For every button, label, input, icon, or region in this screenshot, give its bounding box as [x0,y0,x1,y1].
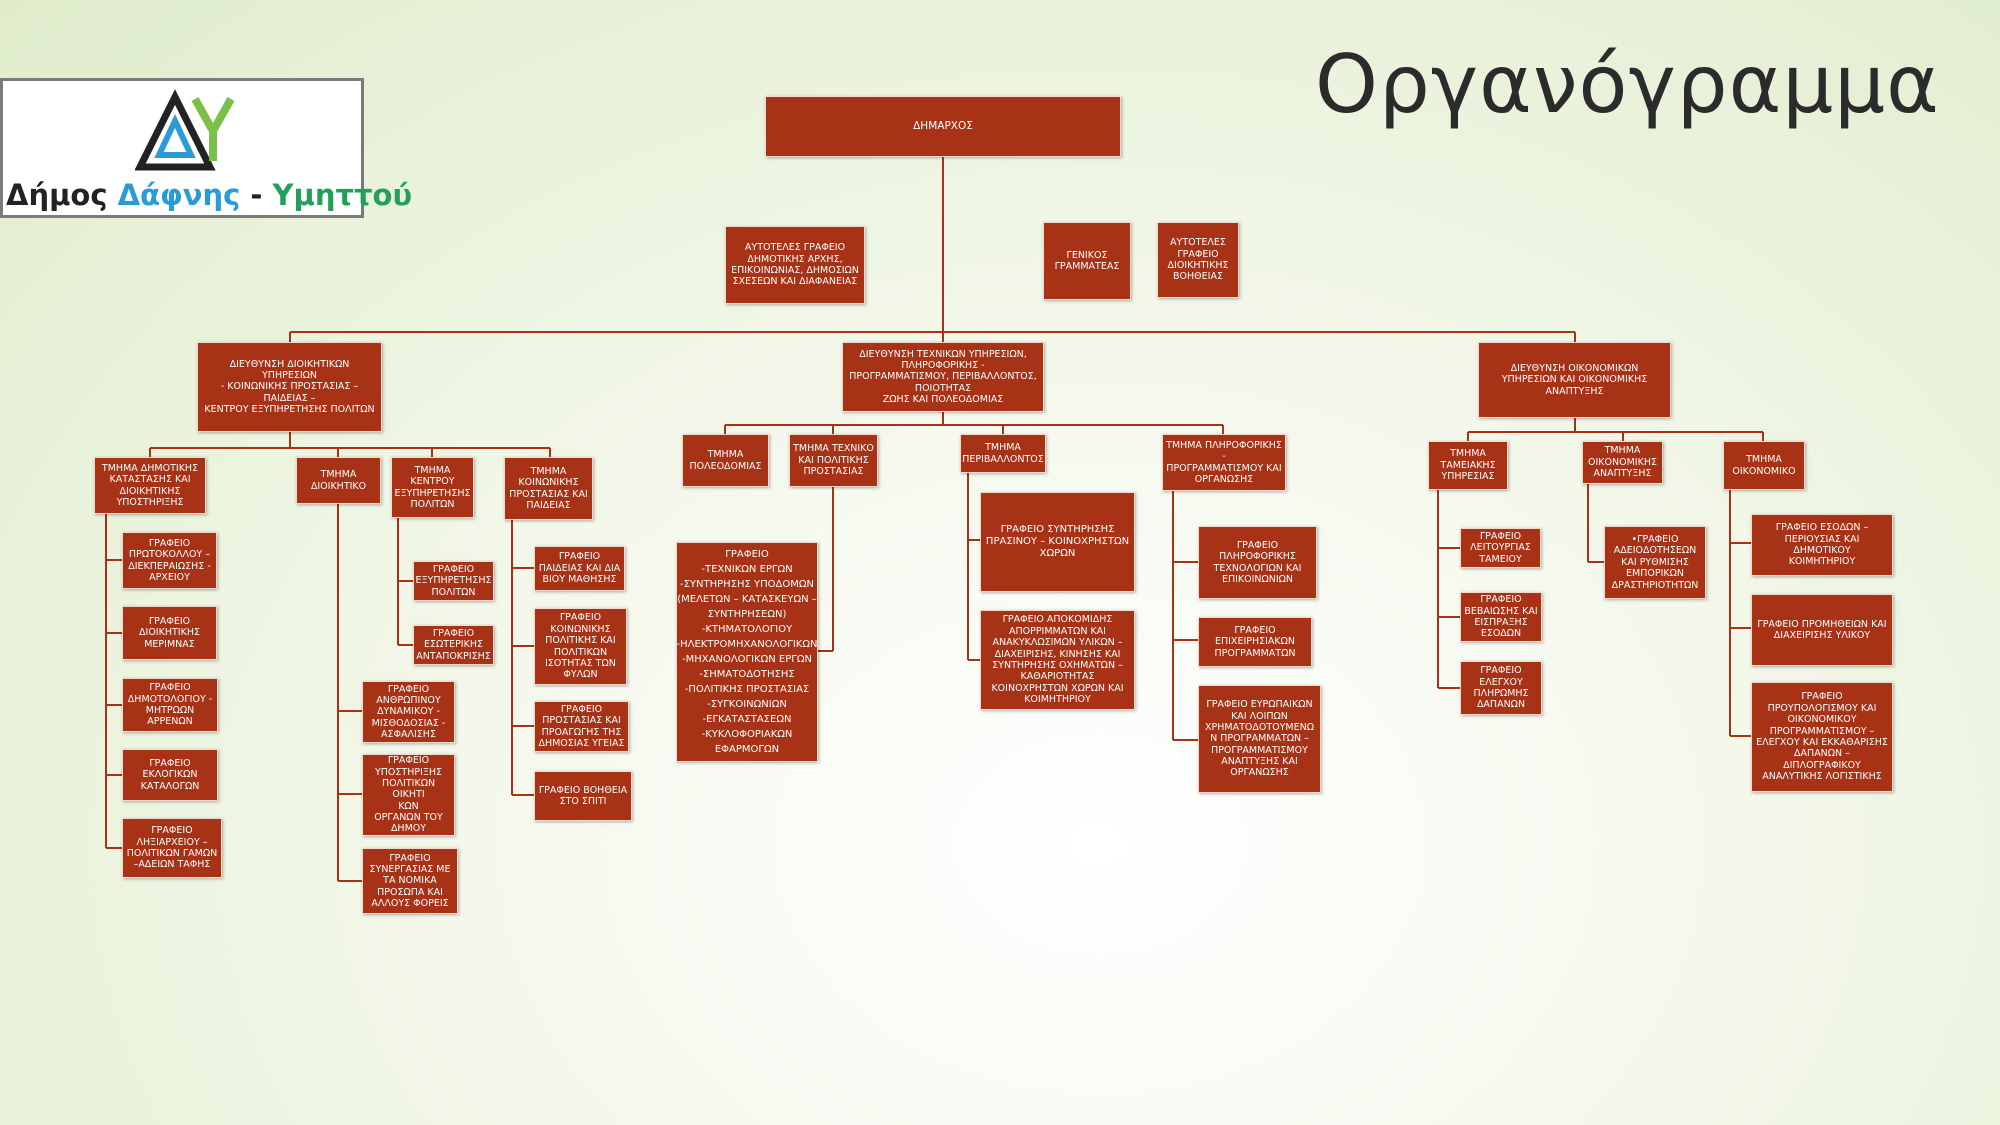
g-apokomidis-box: ΓΡΑΦΕΙΟ ΑΠΟΚΟΜΙΔΗΣ ΑΠΟΡΡΙΜΜΑΤΩΝ ΚΑΙ ΑΝΑΚ… [980,610,1135,710]
g-prostasias-ygeias-box: ΓΡΑΦΕΙΟ ΠΡΟΣΤΑΣΙΑΣ ΚΑΙ ΠΡΟΑΓΩΓΗΣ ΤΗΣ ΔΗΜ… [534,701,629,752]
g-esoterikis-box: ΓΡΑΦΕΙΟ ΕΣΩΤΕΡΙΚΗΣ ΑΝΤΑΠΟΚΡΙΣΗΣ [413,625,494,665]
office-mayor-box: ΑΥΤΟΤΕΛΕΣ ΓΡΑΦΕΙΟ ΔΗΜΟΤΙΚΗΣ ΑΡΧΗΣ, ΕΠΙΚΟ… [725,226,865,304]
logo-text: Δήμος Δάφνης - Υμηττού [6,178,413,212]
g-protokollou-box: ΓΡΑΦΕΙΟ ΠΡΩΤΟΚΟΛΛΟΥ – ΔΙΕΚΠΕΡΑΙΩΣΗΣ - ΑΡ… [122,532,217,589]
municipality-logo: Δήμος Δάφνης - Υμηττού [0,78,412,218]
g-pliroforikis-box: ΓΡΑΦΕΙΟ ΠΛΗΡΟΦΟΡΙΚΗΣ ΤΕΧΝΟΛΟΓΙΩΝ ΚΑΙ ΕΠΙ… [1198,526,1317,599]
g-epixeirisiakon-box: ΓΡΑΦΕΙΟ ΕΠΙΧΕΙΡΗΣΙΑΚΩΝ ΠΡΟΓΡΑΜΜΑΤΩΝ [1198,617,1312,667]
g-adeiodotiseon-box: •ΓΡΑΦΕΙΟ ΑΔΕΙΟΔΟΤΗΣΕΩΝ ΚΑΙ ΡΥΘΜΙΣΗΣ ΕΜΠΟ… [1604,526,1706,599]
g-exypiretisis-box: ΓΡΑΦΕΙΟ ΕΞΥΠΗΡΕΤΗΣΗΣ ΠΟΛΙΤΩΝ [413,561,494,601]
g-elegxou-box: ΓΡΑΦΕΙΟ ΕΛΕΓΧΟΥ ΠΛΗΡΩΜΗΣ ΔΑΠΑΝΩΝ [1460,661,1542,715]
page-title: Οργανόγραμμα [1315,38,1940,131]
g-paideias-box: ΓΡΑΦΕΙΟ ΠΑΙΔΕΙΑΣ ΚΑΙ ΔΙΑ ΒΙΟΥ ΜΑΘΗΣΗΣ [534,546,625,591]
secretary-box: ΓΕΝΙΚΟΣ ΓΡΑΜΜΑΤΕΑΣ [1043,222,1131,300]
g-eklogikon-box: ΓΡΑΦΕΙΟ ΕΚΛΟΓΙΚΩΝ ΚΑΤΑΛΟΓΩΝ [122,749,218,801]
g-anthropinou-box: ΓΡΑΦΕΙΟ ΑΝΘΡΩΠΙΝΟΥ ΔΥΝΑΜΙΚΟΥ - ΜΙΣΘΟΔΟΣΙ… [362,681,455,743]
g-evropaikon-box: ΓΡΑΦΕΙΟ ΕΥΡΩΠΑΙΚΩΝ ΚΑΙ ΛΟΙΠΩΝ ΧΡΗΜΑΤΟΔΟΤ… [1198,685,1321,793]
g-texnikon-ergon-box: ΓΡΑΦΕΙΟ -ΤΕΧΝΙΚΩΝ ΕΡΓΩΝ -ΣΥΝΤΗΡΗΣΗΣ ΥΠΟΔ… [676,542,818,762]
t-oik-anaptyxis-box: ΤΜΗΜΑ ΟΙΚΟΝΟΜΙΚΗΣ ΑΝΑΠΤΥΞΗΣ [1582,441,1663,484]
g-promitheion-box: ΓΡΑΦΕΙΟ ΠΡΟΜΗΘΕΙΩΝ ΚΑΙ ΔΙΑΧΕΙΡΙΣΗΣ ΥΛΙΚΟ… [1751,594,1893,666]
g-lixiarxeiou-box: ΓΡΑΦΕΙΟ ΛΗΞΙΑΡΧΕΙΟΥ – ΠΟΛΙΤΙΚΩΝ ΓΑΜΩΝ –Α… [122,818,222,878]
t-poleodomias-box: ΤΜΗΜΑ ΠΟΛΕΟΔΟΜΙΑΣ [682,434,769,487]
g-voitheia-box: ΓΡΑΦΕΙΟ ΒΟΗΘΕΙΑ ΣΤΟ ΣΠΙΤΙ [534,771,632,821]
mayor-box: ΔΗΜΑΡΧΟΣ [765,96,1121,157]
t-perivallontos-box: ΤΜΗΜΑ ΠΕΡΙΒΑΛΛΟΝΤΟΣ [960,434,1046,473]
t-tameiakis-box: ΤΜΗΜΑ ΤΑΜΕΙΑΚΗΣ ΥΠΗΡΕΣΙΑΣ [1428,441,1508,490]
logo-mark-icon [135,89,235,171]
g-leitourgias-tameiou-box: ΓΡΑΦΕΙΟ ΛΕΙΤΟΥΡΓΙΑΣ ΤΑΜΕΙΟΥ [1460,528,1541,568]
t-dimotikis-box: ΤΜΗΜΑ ΔΗΜΟΤΙΚΗΣ ΚΑΤΑΣΤΑΣΗΣ ΚΑΙ ΔΙΟΙΚΗΤΙΚ… [94,457,206,514]
dir-admin-box: ΔΙΕΥΘΥΝΣΗ ΔΙΟΙΚΗΤΙΚΩΝ ΥΠΗΡΕΣΙΩΝ - ΚΟΙΝΩΝ… [197,342,382,432]
t-oikonomiko-box: ΤΜΗΜΑ ΟΙΚΟΝΟΜΙΚΟ [1723,441,1805,490]
t-pliroforikis-box: ΤΜΗΜΑ ΠΛΗΡΟΦΟΡΙΚΗΣ - ΠΡΟΓΡΑΜΜΑΤΙΣΜΟΥ ΚΑΙ… [1162,434,1286,491]
dir-tech-box: ΔΙΕΥΘΥΝΣΗ ΤΕΧΝΙΚΩΝ ΥΠΗΡΕΣΙΩΝ, ΠΛΗΡΟΦΟΡΙΚ… [842,342,1044,412]
g-dimotologiou-box: ΓΡΑΦΕΙΟ ΔΗΜΟΤΟΛΟΓΙΟΥ - ΜΗΤΡΩΩΝ ΑΡΡΕΝΩΝ [122,678,218,732]
g-dioik-merimnas-box: ΓΡΑΦΕΙΟ ΔΙΟΙΚΗΤΙΚΗΣ ΜΕΡΙΜΝΑΣ [122,606,217,660]
g-synergasias-box: ΓΡΑΦΕΙΟ ΣΥΝΕΡΓΑΣΙΑΣ ΜΕ ΤΑ ΝΟΜΙΚΑ ΠΡΟΣΩΠΑ… [362,848,458,914]
t-dioikitiko-box: ΤΜΗΜΑ ΔΙΟΙΚΗΤΙΚΟ [296,457,381,504]
g-proypologismou-box: ΓΡΑΦΕΙΟ ΠΡΟΥΠΟΛΟΓΙΣΜΟΥ ΚΑΙ ΟΙΚΟΝΟΜΙΚΟΥ Π… [1751,682,1893,792]
office-admin-help-box: ΑΥΤΟΤΕΛΕΣ ΓΡΑΦΕΙΟ ΔΙΟΙΚΗΤΙΚΗΣ ΒΟΗΘΕΙΑΣ [1157,222,1239,298]
g-esodon-box: ΓΡΑΦΕΙΟ ΕΣΟΔΩΝ – ΠΕΡΙΟΥΣΙΑΣ ΚΑΙ ΔΗΜΟΤΙΚΟ… [1751,514,1893,576]
t-koinonikis-box: ΤΜΗΜΑ ΚΟΙΝΩΝΙΚΗΣ ΠΡΟΣΤΑΣΙΑΣ ΚΑΙ ΠΑΙΔΕΙΑΣ [504,457,593,520]
g-ypostirixis-box: ΓΡΑΦΕΙΟ ΥΠΟΣΤΗΡΙΞΗΣ ΠΟΛΙΤΙΚΩΝ ΟΙΚΗΤΙ ΚΩΝ… [362,754,455,836]
g-koin-politikis-box: ΓΡΑΦΕΙΟ ΚΟΙΝΩΝΙΚΗΣ ΠΟΛΙΤΙΚΗΣ ΚΑΙ ΠΟΛΙΤΙΚ… [534,608,627,685]
t-texniko-box: ΤΜΗΜΑ ΤΕΧΝΙΚΟ ΚΑΙ ΠΟΛΙΤΙΚΗΣ ΠΡΟΣΤΑΣΙΑΣ [789,434,878,487]
t-kep-box: ΤΜΗΜΑ ΚΕΝΤΡΟΥ ΕΞΥΠΗΡΕΤΗΣΗΣ ΠΟΛΙΤΩΝ [391,457,474,518]
g-prasinou-box: ΓΡΑΦΕΙΟ ΣΥΝΤΗΡΗΣΗΣ ΠΡΑΣΙΝΟΥ – ΚΟΙΝΟΧΡΗΣΤ… [980,492,1135,592]
g-vevaiosis-box: ΓΡΑΦΕΙΟ ΒΕΒΑΙΩΣΗΣ ΚΑΙ ΕΙΣΠΡΑΞΗΣ ΕΣΟΔΩΝ [1460,592,1542,642]
dir-econ-box: ΔΙΕΥΘΥΝΣΗ ΟΙΚΟΝΟΜΙΚΩΝ ΥΠΗΡΕΣΙΩΝ ΚΑΙ ΟΙΚΟ… [1478,342,1671,418]
